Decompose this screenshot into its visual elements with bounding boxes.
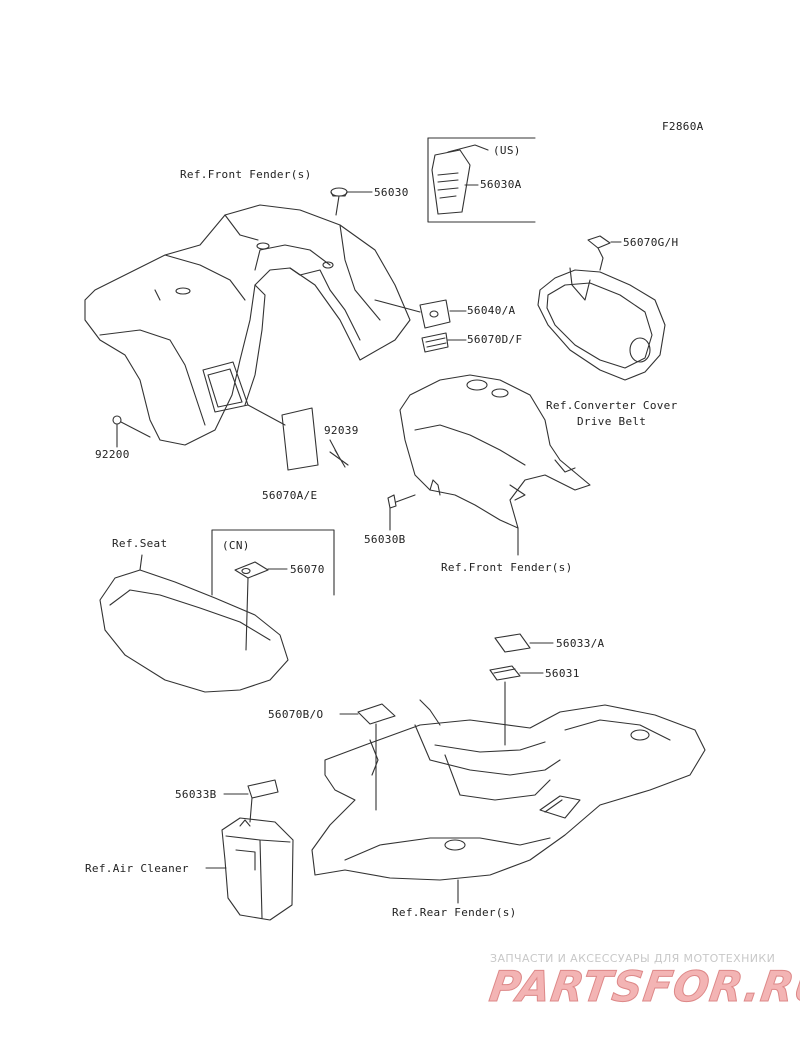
region-us-label: (US)	[493, 144, 521, 157]
rear-fender-illustration	[311, 699, 706, 904]
part-56030-illustration	[330, 187, 373, 216]
seat-illustration	[99, 554, 289, 693]
watermark-logo: PARTSFOR.RU	[486, 962, 800, 1012]
cn-bracket	[211, 529, 335, 651]
figure-code: F2860A	[662, 120, 704, 133]
ref-air-cleaner: Ref.Air Cleaner	[85, 862, 189, 875]
part-92039-illustration	[329, 439, 349, 468]
part-56070gh-label[interactable]: 56070G/H	[623, 236, 679, 249]
decals-56033-56031-illustration	[489, 633, 554, 746]
ref-drive-belt: Drive Belt	[577, 415, 647, 428]
part-56040a-label[interactable]: 56040/A	[467, 304, 516, 317]
part-56070ae-label[interactable]: 56070A/E	[262, 489, 318, 502]
region-cn-label: (CN)	[222, 539, 250, 552]
air-cleaner-illustration	[205, 817, 294, 921]
decal-56040-illustration	[374, 299, 467, 329]
front-fender-bottom-illustration	[387, 374, 591, 556]
ref-seat: Ref.Seat	[112, 537, 168, 550]
front-fender-top-illustration	[84, 204, 411, 446]
part-56070df-label[interactable]: 56070D/F	[467, 333, 523, 346]
decal-56070bo-illustration	[339, 703, 396, 811]
ref-rear-fender: Ref.Rear Fender(s)	[392, 906, 517, 919]
part-56070bo-label[interactable]: 56070B/O	[268, 708, 324, 721]
part-56033a-label[interactable]: 56033/A	[556, 637, 605, 650]
part-56030-label[interactable]: 56030	[374, 186, 409, 199]
watermark-caption: ЗАПЧАСТИ И АКСЕССУАРЫ ДЛЯ МОТОТЕХНИКИ	[490, 952, 776, 965]
part-56033b-label[interactable]: 56033B	[175, 788, 217, 801]
us-callout-box	[427, 137, 536, 223]
decal-56070df-illustration	[421, 332, 467, 353]
ref-front-fender-top: Ref.Front Fender(s)	[180, 168, 312, 181]
ref-front-fender-bottom: Ref.Front Fender(s)	[441, 561, 573, 574]
part-92200-label[interactable]: 92200	[95, 448, 130, 461]
part-56030b-label[interactable]: 56030B	[364, 533, 406, 546]
part-56031-label[interactable]: 56031	[545, 667, 580, 680]
part-92200-illustration	[112, 415, 151, 448]
part-56030a-label[interactable]: 56030A	[480, 178, 522, 191]
part-92039-label[interactable]: 92039	[324, 424, 359, 437]
decal-56033b-illustration	[223, 779, 279, 823]
decal-56070ae-illustration	[247, 404, 319, 471]
converter-cover-illustration	[537, 235, 666, 381]
part-56070-label[interactable]: 56070	[290, 563, 325, 576]
ref-converter-cover: Ref.Converter Cover	[546, 399, 678, 412]
